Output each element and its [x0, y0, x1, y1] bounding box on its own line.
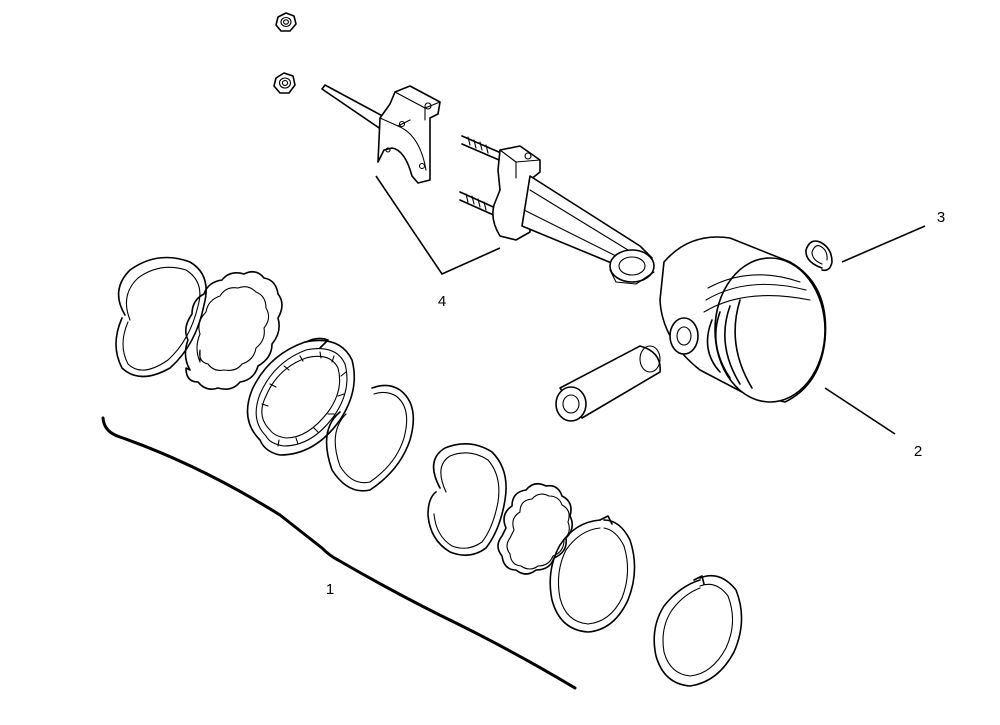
connecting-rod — [459, 135, 655, 285]
leader-line-2 — [824, 387, 896, 435]
callout-3: 3 — [937, 209, 945, 226]
leader-line-4 — [375, 175, 501, 276]
nut-upper — [275, 12, 297, 32]
piston-pin — [555, 345, 661, 422]
callout-4: 4 — [438, 293, 446, 310]
leader-line-3 — [841, 225, 926, 263]
callout-1: 1 — [326, 581, 334, 598]
callout-2: 2 — [914, 443, 922, 460]
retaining-ring — [805, 240, 833, 272]
ring-set-a — [115, 256, 415, 492]
ring-set-brace — [101, 416, 577, 690]
nut-lower — [273, 72, 296, 94]
rod-cap-with-dipper — [321, 84, 441, 184]
ring-set-b — [427, 443, 743, 687]
piston — [659, 236, 827, 403]
